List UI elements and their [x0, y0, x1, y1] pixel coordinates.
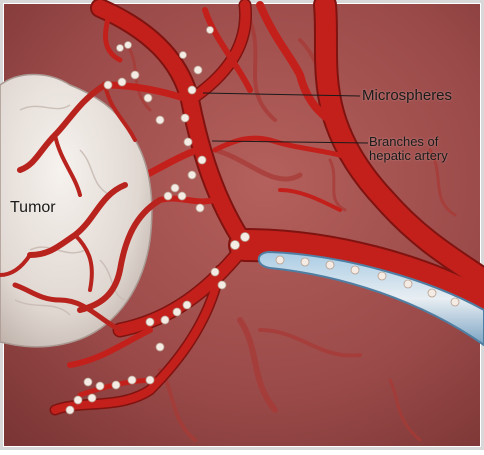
tumor-label: Tumor — [10, 199, 56, 216]
tumor — [0, 73, 153, 348]
branches-leader — [211, 140, 369, 144]
leader-lines — [202, 92, 369, 144]
microspheres-leader — [202, 92, 361, 97]
tumor-vessels — [0, 82, 163, 333]
hepatic-artery-branches-label: Branches of hepatic artery — [369, 134, 448, 163]
background-vessels — [128, 18, 457, 442]
microspheres-label: Microspheres — [362, 87, 453, 104]
microspheres — [65, 26, 460, 415]
